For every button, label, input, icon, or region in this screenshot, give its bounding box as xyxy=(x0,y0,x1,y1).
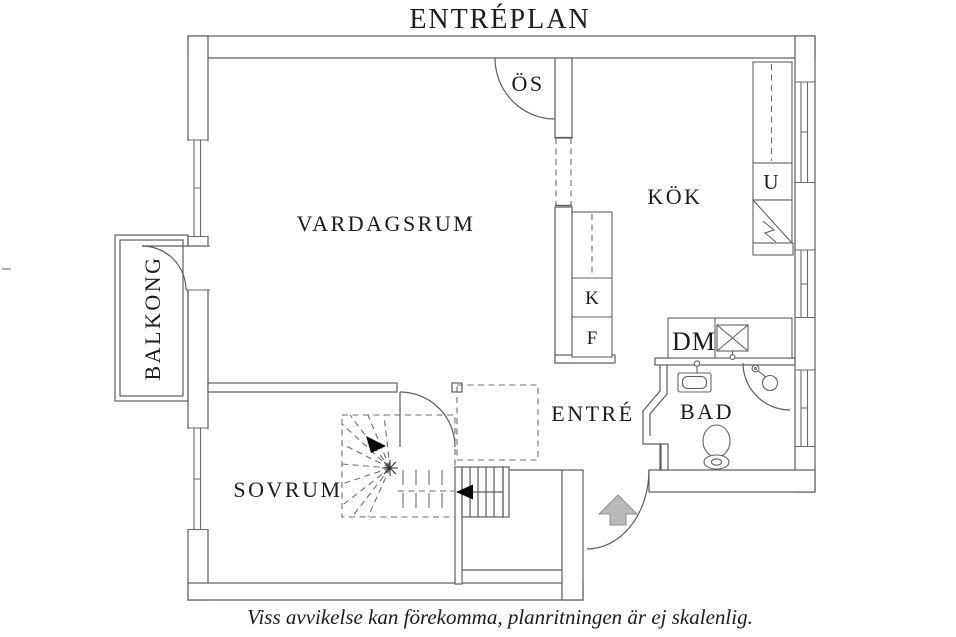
washbasin-bowl xyxy=(681,375,708,390)
wall-bedroom-north xyxy=(207,382,398,393)
kitchen-fixtures: U K F DM xyxy=(571,61,794,360)
window-left-living xyxy=(186,139,210,238)
window-right-bathroom xyxy=(795,369,815,448)
wall-bottom-left xyxy=(187,582,584,601)
kitchen-counter-tall xyxy=(752,61,793,164)
wall-fireplace-stub xyxy=(554,57,573,139)
label-dishwasher: DM xyxy=(672,327,716,356)
kitchen-sink-faucet-knob xyxy=(729,354,736,360)
shower-valve-dot xyxy=(753,366,758,371)
bedroom-door-swing-arc xyxy=(399,391,456,448)
balcony-railing-outer xyxy=(114,234,189,402)
washbasin xyxy=(677,372,712,393)
wardrobe-dashed-outline xyxy=(456,384,539,461)
winder-tread-columns xyxy=(402,470,443,514)
wall-entry-west xyxy=(561,469,584,601)
label-fireplace: ÖS xyxy=(511,71,544,96)
wall-bath-door-jamb xyxy=(659,443,669,471)
doors xyxy=(399,391,650,550)
shower-hose xyxy=(756,369,767,378)
wall-stair-east xyxy=(502,466,510,518)
label-living-room: VARDAGSRUM xyxy=(297,211,476,236)
toilet-tank xyxy=(703,454,730,470)
label-kitchen: KÖK xyxy=(647,184,702,209)
window-right-kitchen-lower xyxy=(795,249,815,319)
label-fridge: K xyxy=(585,288,599,309)
winder-center-mark xyxy=(382,460,398,476)
balcony-railing-inner xyxy=(119,239,184,397)
stair-down-arrow xyxy=(456,484,473,500)
fireplace-opening-caps xyxy=(555,136,572,207)
label-bathroom: BAD xyxy=(680,399,734,424)
wall-stair-west xyxy=(454,466,463,585)
wall-bathroom-west-line1 xyxy=(642,365,662,470)
front-door-swing-arc xyxy=(586,469,650,550)
wall-bathroom-north xyxy=(654,357,796,366)
shower-valve xyxy=(751,364,760,373)
washbasin-faucet-knob xyxy=(693,360,701,367)
fireplace: ÖS xyxy=(494,58,572,207)
wall-bottom-right xyxy=(648,469,816,493)
window-right-kitchen-upper xyxy=(795,81,815,184)
label-bedroom: SOVRUM xyxy=(233,477,342,502)
label-cabinet-u: U xyxy=(763,170,778,194)
kitchen-sink-cross xyxy=(716,324,749,352)
kitchen-stove-diagonal xyxy=(752,199,793,244)
label-freezer: F xyxy=(587,328,598,349)
toilet-bowl xyxy=(702,424,731,458)
balcony-door-swing-arc xyxy=(141,245,187,291)
staircase xyxy=(341,414,504,518)
interior-walls xyxy=(207,57,796,585)
fireplace-dashed-opening xyxy=(555,138,572,205)
plan-caption: Viss avvikelse kan förekomma, planritnin… xyxy=(247,605,753,629)
shower-head xyxy=(761,374,779,392)
kitchen-cabinet-u xyxy=(752,162,793,201)
bathroom-fixtures xyxy=(677,360,791,470)
entrance-direction-arrow xyxy=(597,494,639,526)
shower-screen-arc xyxy=(742,362,791,411)
kitchen-counter-end-box xyxy=(752,242,794,256)
windows xyxy=(186,81,815,531)
fireplace-arc xyxy=(494,58,556,120)
toilet-flush xyxy=(710,458,723,466)
room-labels: VARDAGSRUM KÖK SOVRUM BAD ENTRÉ xyxy=(233,184,734,502)
fridge-freezer-dividers xyxy=(572,277,612,318)
label-balcony: BALKONG xyxy=(140,255,165,380)
wall-bathroom-west-line2 xyxy=(649,365,668,436)
balcony-door-opening xyxy=(186,246,210,290)
wall-kitchen-west xyxy=(554,206,573,364)
balcony: BALKONG xyxy=(114,234,210,402)
kitchen-stove-symbol xyxy=(762,220,777,243)
plan-title: ENTRÉPLAN xyxy=(409,4,590,35)
winder-radial-treads xyxy=(341,414,391,518)
winder-dashed-outline xyxy=(341,414,456,518)
window-left-bedroom xyxy=(186,427,210,531)
stair-up-arrow xyxy=(366,436,386,453)
label-entry: ENTRÉ xyxy=(551,401,634,426)
wall-top xyxy=(187,35,816,59)
